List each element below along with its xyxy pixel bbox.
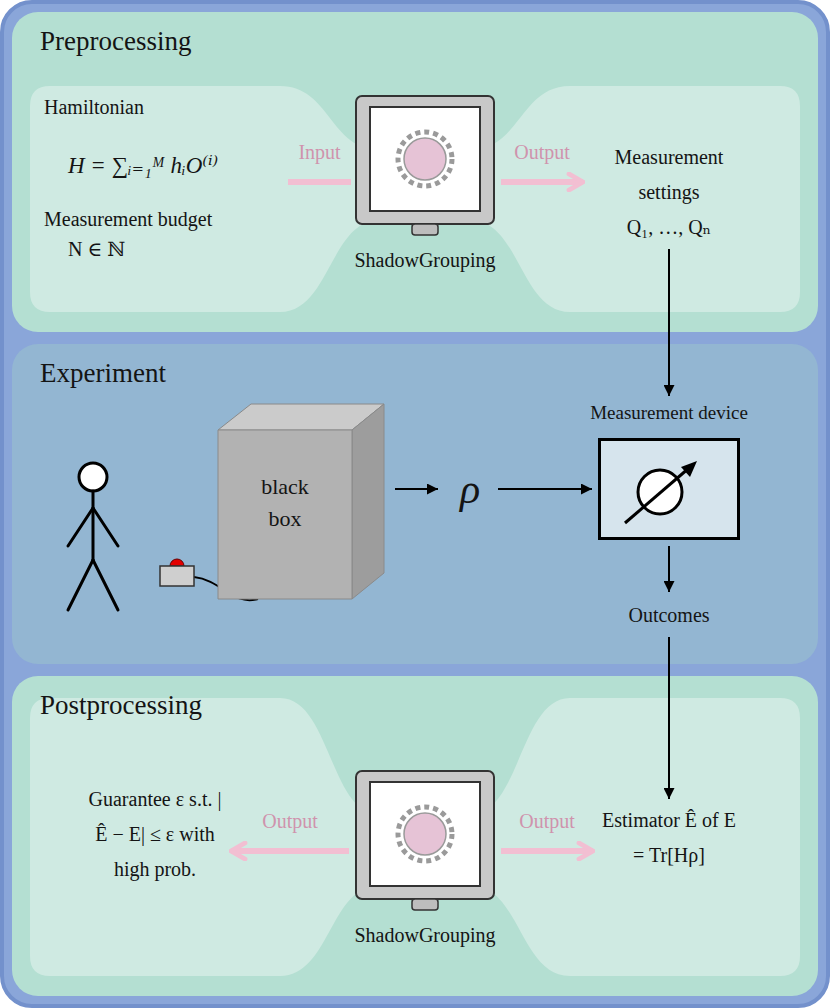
- person-arm: [93, 508, 118, 546]
- monitor-screen: [370, 107, 480, 211]
- signal-arrow: [498, 488, 592, 490]
- stage-panel: PostprocessingGuarantee ε s.t. |Ê − E| ≤…: [12, 676, 818, 996]
- text-block: Measurement settingsQ₁, …, Qₙ: [589, 140, 749, 245]
- text-block: Guarantee ε s.t. |Ê − E| ≤ ε with high p…: [85, 782, 225, 887]
- text-block: Estimator Ê of E = Tr[Hρ]: [599, 803, 739, 873]
- signal-arrow: [668, 249, 670, 396]
- person-head: [79, 463, 107, 491]
- signal-arrow: [668, 546, 670, 592]
- stick-person: [68, 463, 118, 610]
- person-body: [92, 491, 95, 560]
- panel-ground: [12, 676, 818, 996]
- button-base: [160, 566, 194, 586]
- input-text: N ∈ ℕ: [44, 234, 284, 264]
- input-text: Hamiltonian: [44, 92, 284, 122]
- signal-arrow: [668, 637, 670, 799]
- monitor-stand: [412, 899, 438, 910]
- computer-icon: [355, 95, 495, 237]
- software-label: ShadowGrouping: [340, 245, 510, 275]
- meter-needle: [625, 468, 689, 523]
- panel-heading: Postprocessing: [40, 688, 818, 722]
- meter-frame: [598, 438, 740, 540]
- edge-label: Input: [270, 140, 370, 164]
- gear-teeth: [398, 132, 452, 186]
- edge-label: Output: [497, 809, 597, 833]
- input-text: H = ∑ᵢ₌₁ᴹ hᵢO⁽ⁱ⁾: [44, 148, 284, 184]
- device-label: Measurement device: [572, 400, 766, 426]
- edge-label: Output: [492, 140, 592, 164]
- meter-needle-head: [681, 461, 697, 477]
- stage-panel: PreprocessingHamiltonian H = ∑ᵢ₌₁ᴹ hᵢO⁽ⁱ⁾…: [12, 12, 818, 332]
- software-label: ShadowGrouping: [340, 920, 510, 950]
- black-box-cube: black box: [160, 403, 385, 600]
- measurement-device: Measurement device: [572, 400, 766, 540]
- edge-label: Output: [240, 809, 340, 833]
- text-block: Outcomes: [609, 598, 729, 633]
- software-box: ShadowGrouping: [340, 95, 510, 275]
- person-leg: [68, 560, 93, 610]
- panel-ground: [12, 344, 818, 664]
- flow-arrow: [501, 179, 583, 185]
- gear-core: [404, 138, 446, 180]
- hourglass-ground: [30, 86, 800, 312]
- state-symbol: ρ: [448, 464, 492, 514]
- computer-icon: [355, 770, 495, 912]
- flow-arrow: [288, 179, 351, 185]
- software-box: ShadowGrouping: [340, 770, 510, 950]
- node-text: Outcomes: [609, 598, 729, 633]
- monitor-case: [356, 96, 494, 224]
- input-text: Measurement budget: [44, 204, 284, 234]
- node-text: Measurement settings: [589, 140, 749, 210]
- node-text: Q₁, …, Qₙ: [589, 210, 749, 245]
- signal-arrow: [395, 488, 438, 490]
- node-text: Guarantee ε s.t. |Ê − E| ≤ ε with high p…: [85, 782, 225, 887]
- gear-teeth: [398, 807, 452, 861]
- panel-heading: Experiment: [40, 356, 818, 390]
- monitor-stand: [412, 224, 438, 235]
- person-arm: [68, 508, 93, 546]
- monitor-screen: [370, 782, 480, 886]
- state-label: ρ: [448, 464, 492, 514]
- hourglass-ground: [30, 698, 800, 976]
- meter-symbol: [601, 441, 737, 537]
- person-leg: [93, 560, 118, 610]
- box-label: black box: [250, 403, 320, 535]
- flow-arrow: [231, 848, 349, 854]
- monitor-case: [356, 771, 494, 899]
- red-button: [170, 559, 184, 566]
- input-block: Hamiltonian H = ∑ᵢ₌₁ᴹ hᵢO⁽ⁱ⁾ Measurement b…: [44, 92, 284, 264]
- panel-ground: [12, 12, 818, 332]
- flow-arrow: [501, 848, 593, 854]
- gear-core: [404, 813, 446, 855]
- cube-drawing: [160, 403, 385, 600]
- panel-heading: Preprocessing: [40, 24, 818, 58]
- node-text: Estimator Ê of E = Tr[Hρ]: [599, 803, 739, 873]
- cube-face: [352, 404, 384, 599]
- stage-panel: Experiment black box ρ Measurement deviceOu…: [12, 344, 818, 664]
